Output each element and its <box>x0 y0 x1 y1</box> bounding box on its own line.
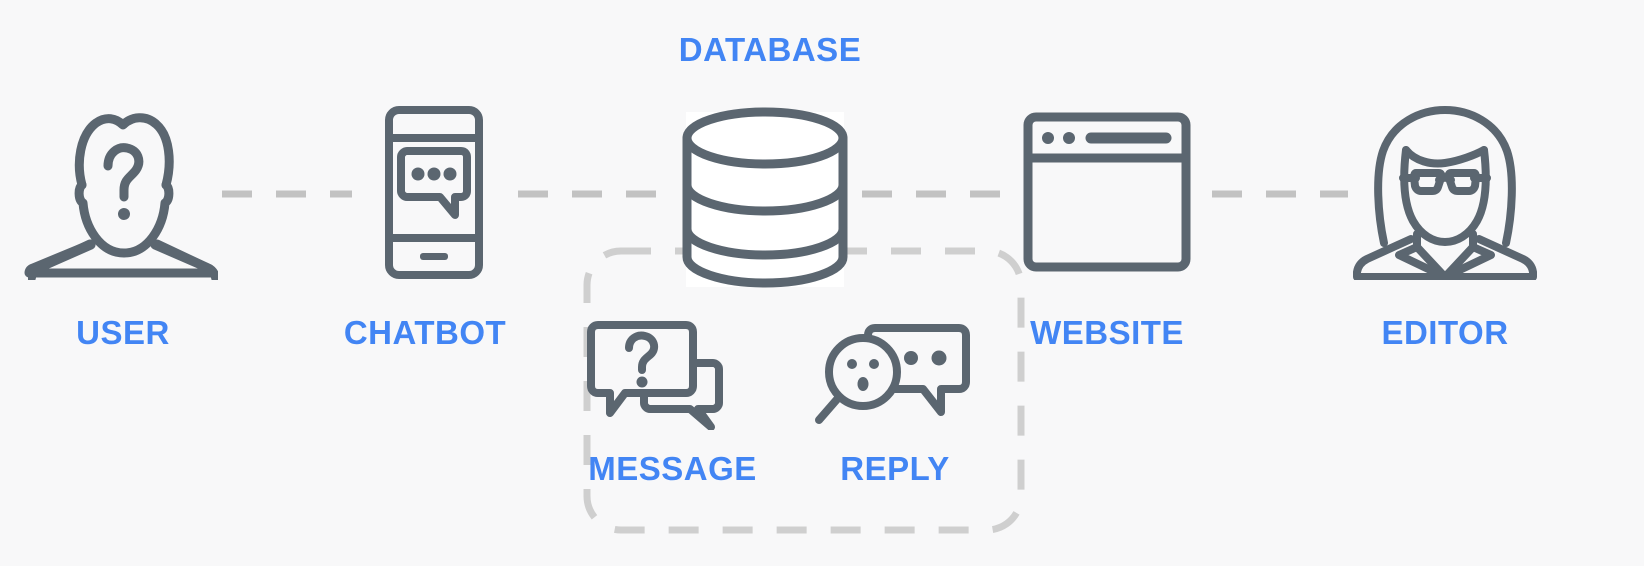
node-label-chatbot: CHATBOT <box>343 314 507 351</box>
node-chatbot[interactable]: CHATBOT <box>330 105 520 349</box>
node-website[interactable]: WEBSITE <box>1012 105 1202 349</box>
browser-window-icon <box>1023 112 1191 272</box>
group-item-message[interactable]: MESSAGE <box>580 320 765 485</box>
person-glasses-icon <box>1353 106 1537 280</box>
node-label-database: DATABASE <box>678 31 862 68</box>
speech-bubbles-question-icon <box>587 321 723 430</box>
node-database[interactable] <box>665 105 865 290</box>
node-label-user: USER <box>76 314 170 351</box>
node-label-website: WEBSITE <box>1030 314 1184 351</box>
user-torso-shape <box>24 239 217 278</box>
group-item-label-reply: REPLY <box>840 450 950 487</box>
node-label-editor: EDITOR <box>1381 314 1509 351</box>
database-cylinder-icon <box>682 107 848 288</box>
node-editor[interactable]: EDITOR <box>1345 105 1545 349</box>
group-item-label-message: MESSAGE <box>588 450 757 487</box>
smartphone-chat-icon <box>385 106 483 279</box>
group-item-reply[interactable]: REPLY <box>815 320 975 485</box>
magnifier-face-bubble-icon <box>815 324 970 424</box>
